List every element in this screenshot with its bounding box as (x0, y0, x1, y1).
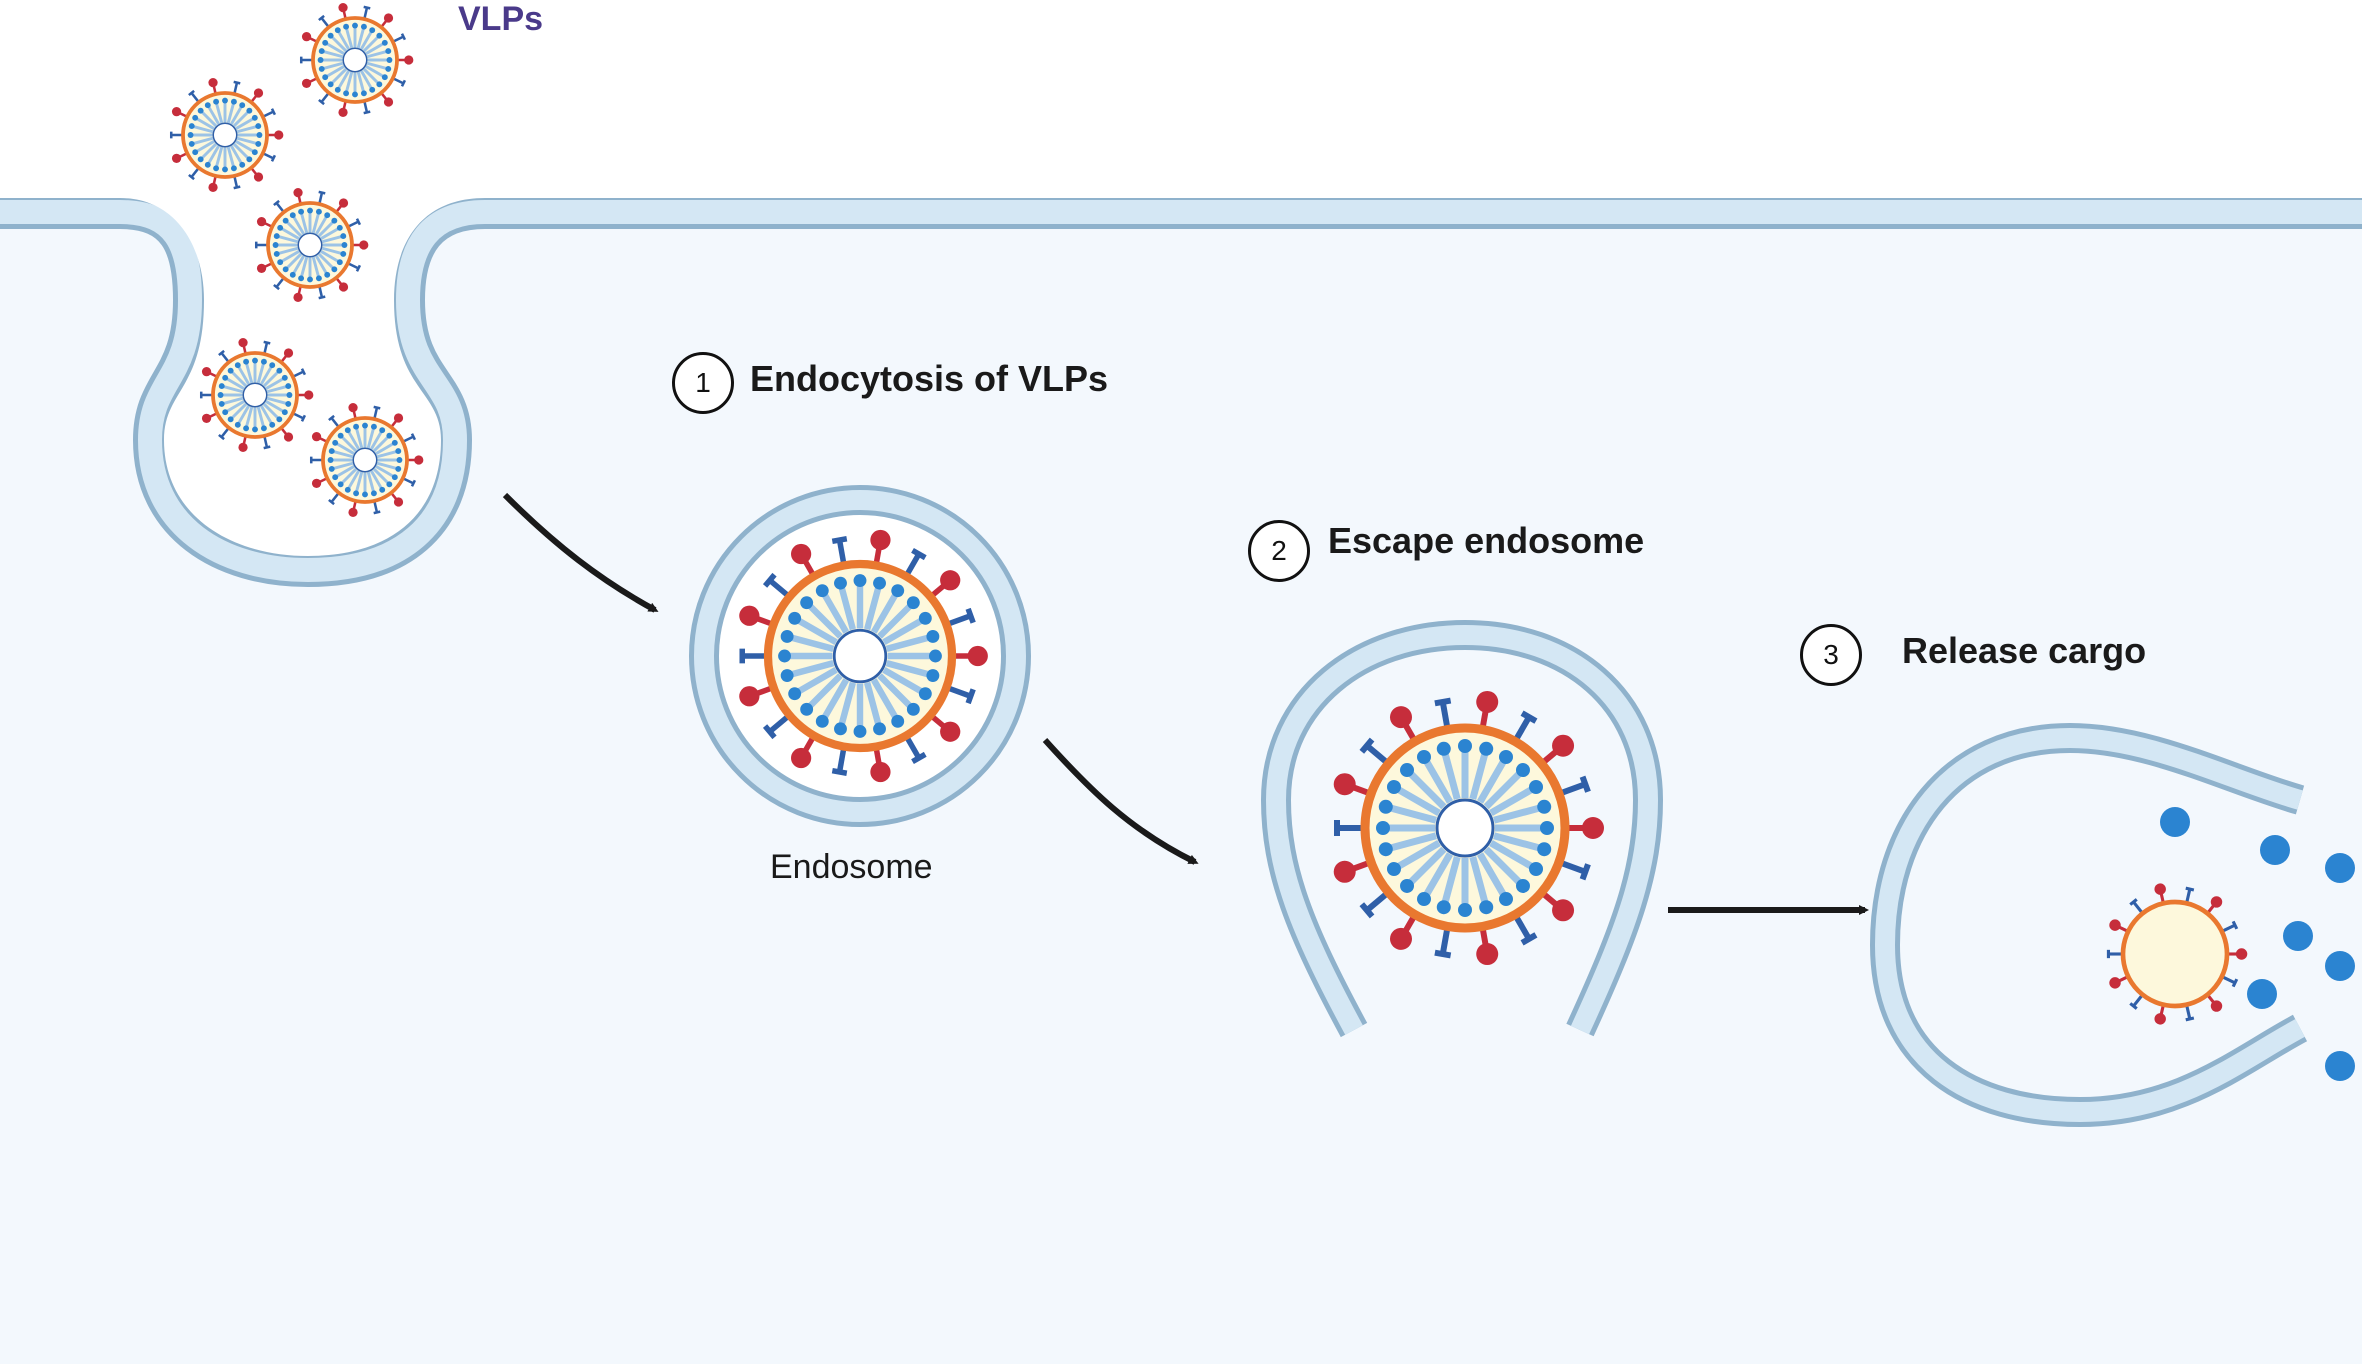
arrow-2 (1042, 737, 1199, 865)
empty-vlp-capsid (2106, 883, 2248, 1025)
vlp-group (169, 2, 424, 518)
step-3-label: Release cargo (1902, 630, 2147, 671)
vlp-large-escaping (1333, 690, 1604, 966)
step-1-number: 1 (672, 352, 734, 414)
vlps-label: VLPs (458, 0, 544, 38)
step-1-label: Endocytosis of VLPs (750, 358, 1109, 399)
cargo-particle (2260, 835, 2290, 865)
cargo-particle (2325, 1051, 2355, 1081)
vlp-particle (299, 2, 414, 118)
vlp-particle (1333, 690, 1604, 966)
vlp-particle (199, 337, 314, 453)
cargo-particle (2325, 853, 2355, 883)
vlp-particle (2106, 883, 2248, 1025)
cargo-particles (2160, 807, 2355, 1081)
vlp-particle (739, 529, 988, 783)
vlp-large (739, 529, 988, 783)
cargo-particle (2160, 807, 2190, 837)
cargo-particle (2283, 921, 2313, 951)
arrow-1 (502, 492, 659, 613)
vlp-particle (309, 402, 424, 518)
vlp-particle (169, 77, 284, 193)
cargo-particle (2247, 979, 2277, 1009)
cargo-particle (2325, 951, 2355, 981)
endosome-label: Endosome (770, 848, 933, 886)
vlp-particle (254, 187, 369, 303)
step-3-number: 3 (1800, 624, 1862, 686)
step-2-label: Escape endosome (1328, 520, 1645, 561)
step-2-number: 2 (1248, 520, 1310, 582)
